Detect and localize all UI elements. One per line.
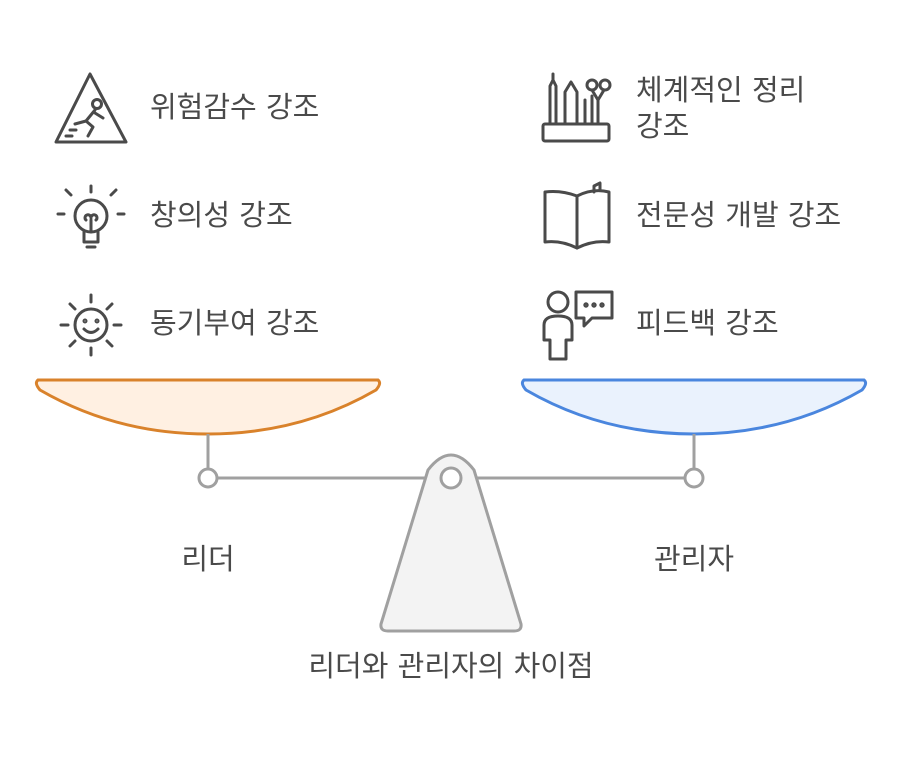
open-book-icon [543, 181, 611, 250]
left-joint [197, 467, 219, 489]
right-item-1-label: 전문성 개발 강조 [636, 198, 841, 232]
right-joint [683, 467, 705, 489]
left-item-0-label: 위험감수 강조 [150, 90, 319, 124]
warning-slip-icon [54, 72, 128, 144]
right-pan [520, 378, 868, 436]
right-item-0-label: 체계적인 정리 [636, 73, 805, 107]
pivot-joint [439, 466, 463, 490]
smiling-sun-icon [59, 293, 123, 357]
left-side-label: 리더 [181, 542, 234, 576]
left-item-1-label: 창의성 강조 [150, 198, 293, 232]
diagram-title: 리더와 관리자의 차이점 [308, 649, 593, 683]
left-item-2-label: 동기부여 강조 [150, 306, 319, 340]
tools-cup-icon [541, 72, 612, 143]
fulcrum-base [379, 453, 523, 633]
lightbulb-icon [56, 184, 126, 249]
left-pan [34, 378, 382, 436]
right-item-0-label-line2: 강조 [636, 109, 689, 143]
right-item-2-label: 피드백 강조 [636, 306, 779, 340]
person-chat-icon [542, 290, 614, 361]
right-side-label: 관리자 [654, 542, 734, 576]
